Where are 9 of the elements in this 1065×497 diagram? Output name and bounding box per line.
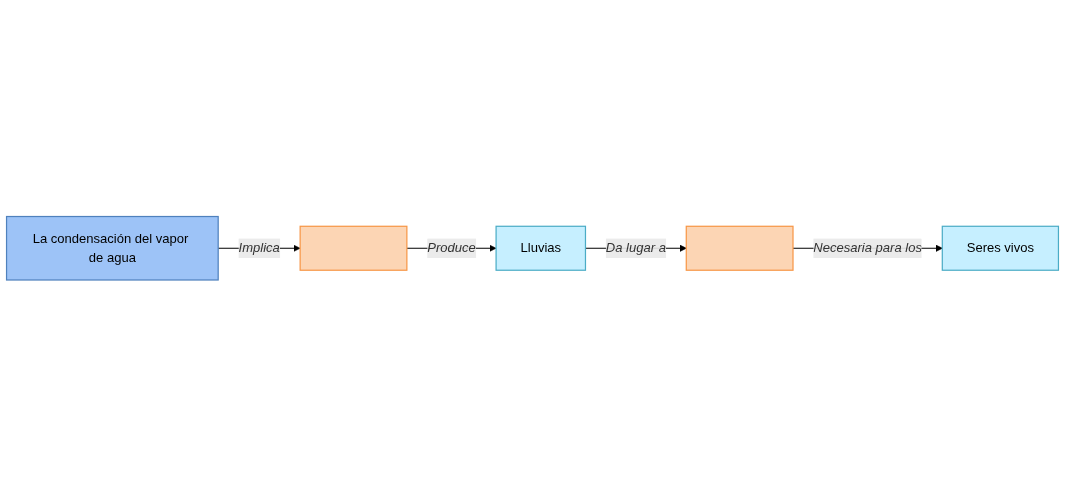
- node-box: [299, 225, 408, 272]
- node-box: Seres vivos: [941, 225, 1060, 272]
- node-box: La condensación del vapor de agua: [5, 216, 219, 281]
- edge-label: Da lugar a: [605, 241, 666, 255]
- edge-label: Implica: [238, 241, 280, 255]
- edge-label: Produce: [427, 241, 476, 255]
- node-box: [685, 225, 794, 272]
- node-box: Lluvias: [495, 225, 587, 272]
- edge-label: Necesaria para los: [813, 241, 922, 255]
